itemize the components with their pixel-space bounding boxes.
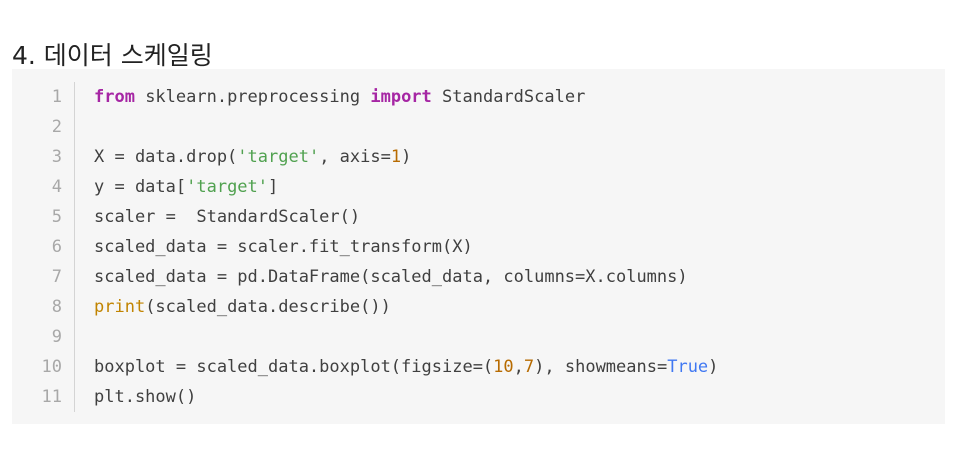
code-token-plain: ]	[268, 177, 279, 197]
code-token-plain: (scaled_data.describe())	[145, 297, 391, 317]
code-token-string: 'target'	[237, 147, 320, 167]
code-line	[94, 322, 935, 352]
code-line	[94, 112, 935, 142]
code-token-number: 7	[523, 357, 535, 377]
line-number: 8	[51, 297, 62, 317]
code-token-plain: StandardScaler	[431, 87, 586, 107]
line-number: 3	[51, 147, 62, 167]
code-token-plain: scaler = StandardScaler()	[94, 207, 361, 227]
line-number: 5	[51, 207, 62, 227]
code-line: scaler = StandardScaler()	[94, 202, 935, 232]
code-token-plain: plt.show()	[94, 387, 197, 407]
code-token-literal: True	[667, 357, 709, 377]
code-token-plain: scaled_data = scaler.fit_transform(X)	[94, 237, 473, 257]
code-line: print(scaled_data.describe())	[94, 292, 935, 322]
code-block[interactable]: 1 2 3 4 5 6 7 8 9 10 11 from sklearn.preprocessing…	[12, 69, 945, 424]
line-number: 1	[51, 87, 62, 107]
code-line: boxplot = scaled_data.boxplot(figsize=(1…	[94, 352, 935, 382]
code-line: scaled_data = pd.DataFrame(scaled_data, …	[94, 262, 935, 292]
code-token-string: 'target'	[186, 177, 269, 197]
code-token-plain: ,	[513, 357, 524, 377]
code-line: scaled_data = scaler.fit_transform(X)	[94, 232, 935, 262]
line-number: 4	[51, 177, 62, 197]
code-token-keyword: from	[94, 87, 135, 107]
line-number: 9	[51, 327, 62, 347]
code-token-plain: , axis=	[319, 147, 391, 167]
line-number: 2	[51, 117, 62, 137]
code-token-plain: ), showmeans=	[534, 357, 668, 377]
code-token-keyword: import	[370, 87, 432, 107]
line-number: 7	[51, 267, 62, 287]
code-token-plain: y = data[	[94, 177, 187, 197]
code-line: plt.show()	[94, 382, 935, 412]
code-token-plain: X = data.drop(	[94, 147, 238, 167]
code-token-plain: scaled_data = pd.DataFrame(scaled_data, …	[94, 267, 688, 287]
line-number: 10	[41, 357, 62, 377]
code-line: X = data.drop('target', axis=1)	[94, 142, 935, 172]
code-token-number: 1	[390, 147, 402, 167]
code-line: from sklearn.preprocessing import Standa…	[94, 82, 935, 112]
line-number-gutter: 1 2 3 4 5 6 7 8 9 10 11	[12, 82, 75, 412]
code-token-plain: boxplot = scaled_data.boxplot(figsize=(	[94, 357, 494, 377]
code-lines[interactable]: from sklearn.preprocessing import Standa…	[94, 82, 935, 412]
code-token-number: 10	[493, 357, 514, 377]
code-token-plain: )	[401, 147, 412, 167]
line-number: 6	[51, 237, 62, 257]
code-token-plain: sklearn.preprocessing	[134, 87, 371, 107]
code-token-plain: )	[708, 357, 719, 377]
code-token-builtin: print	[94, 297, 146, 317]
section-heading: 4. 데이터 스케일링	[12, 40, 213, 70]
code-line: y = data['target']	[94, 172, 935, 202]
line-number: 11	[41, 387, 62, 407]
